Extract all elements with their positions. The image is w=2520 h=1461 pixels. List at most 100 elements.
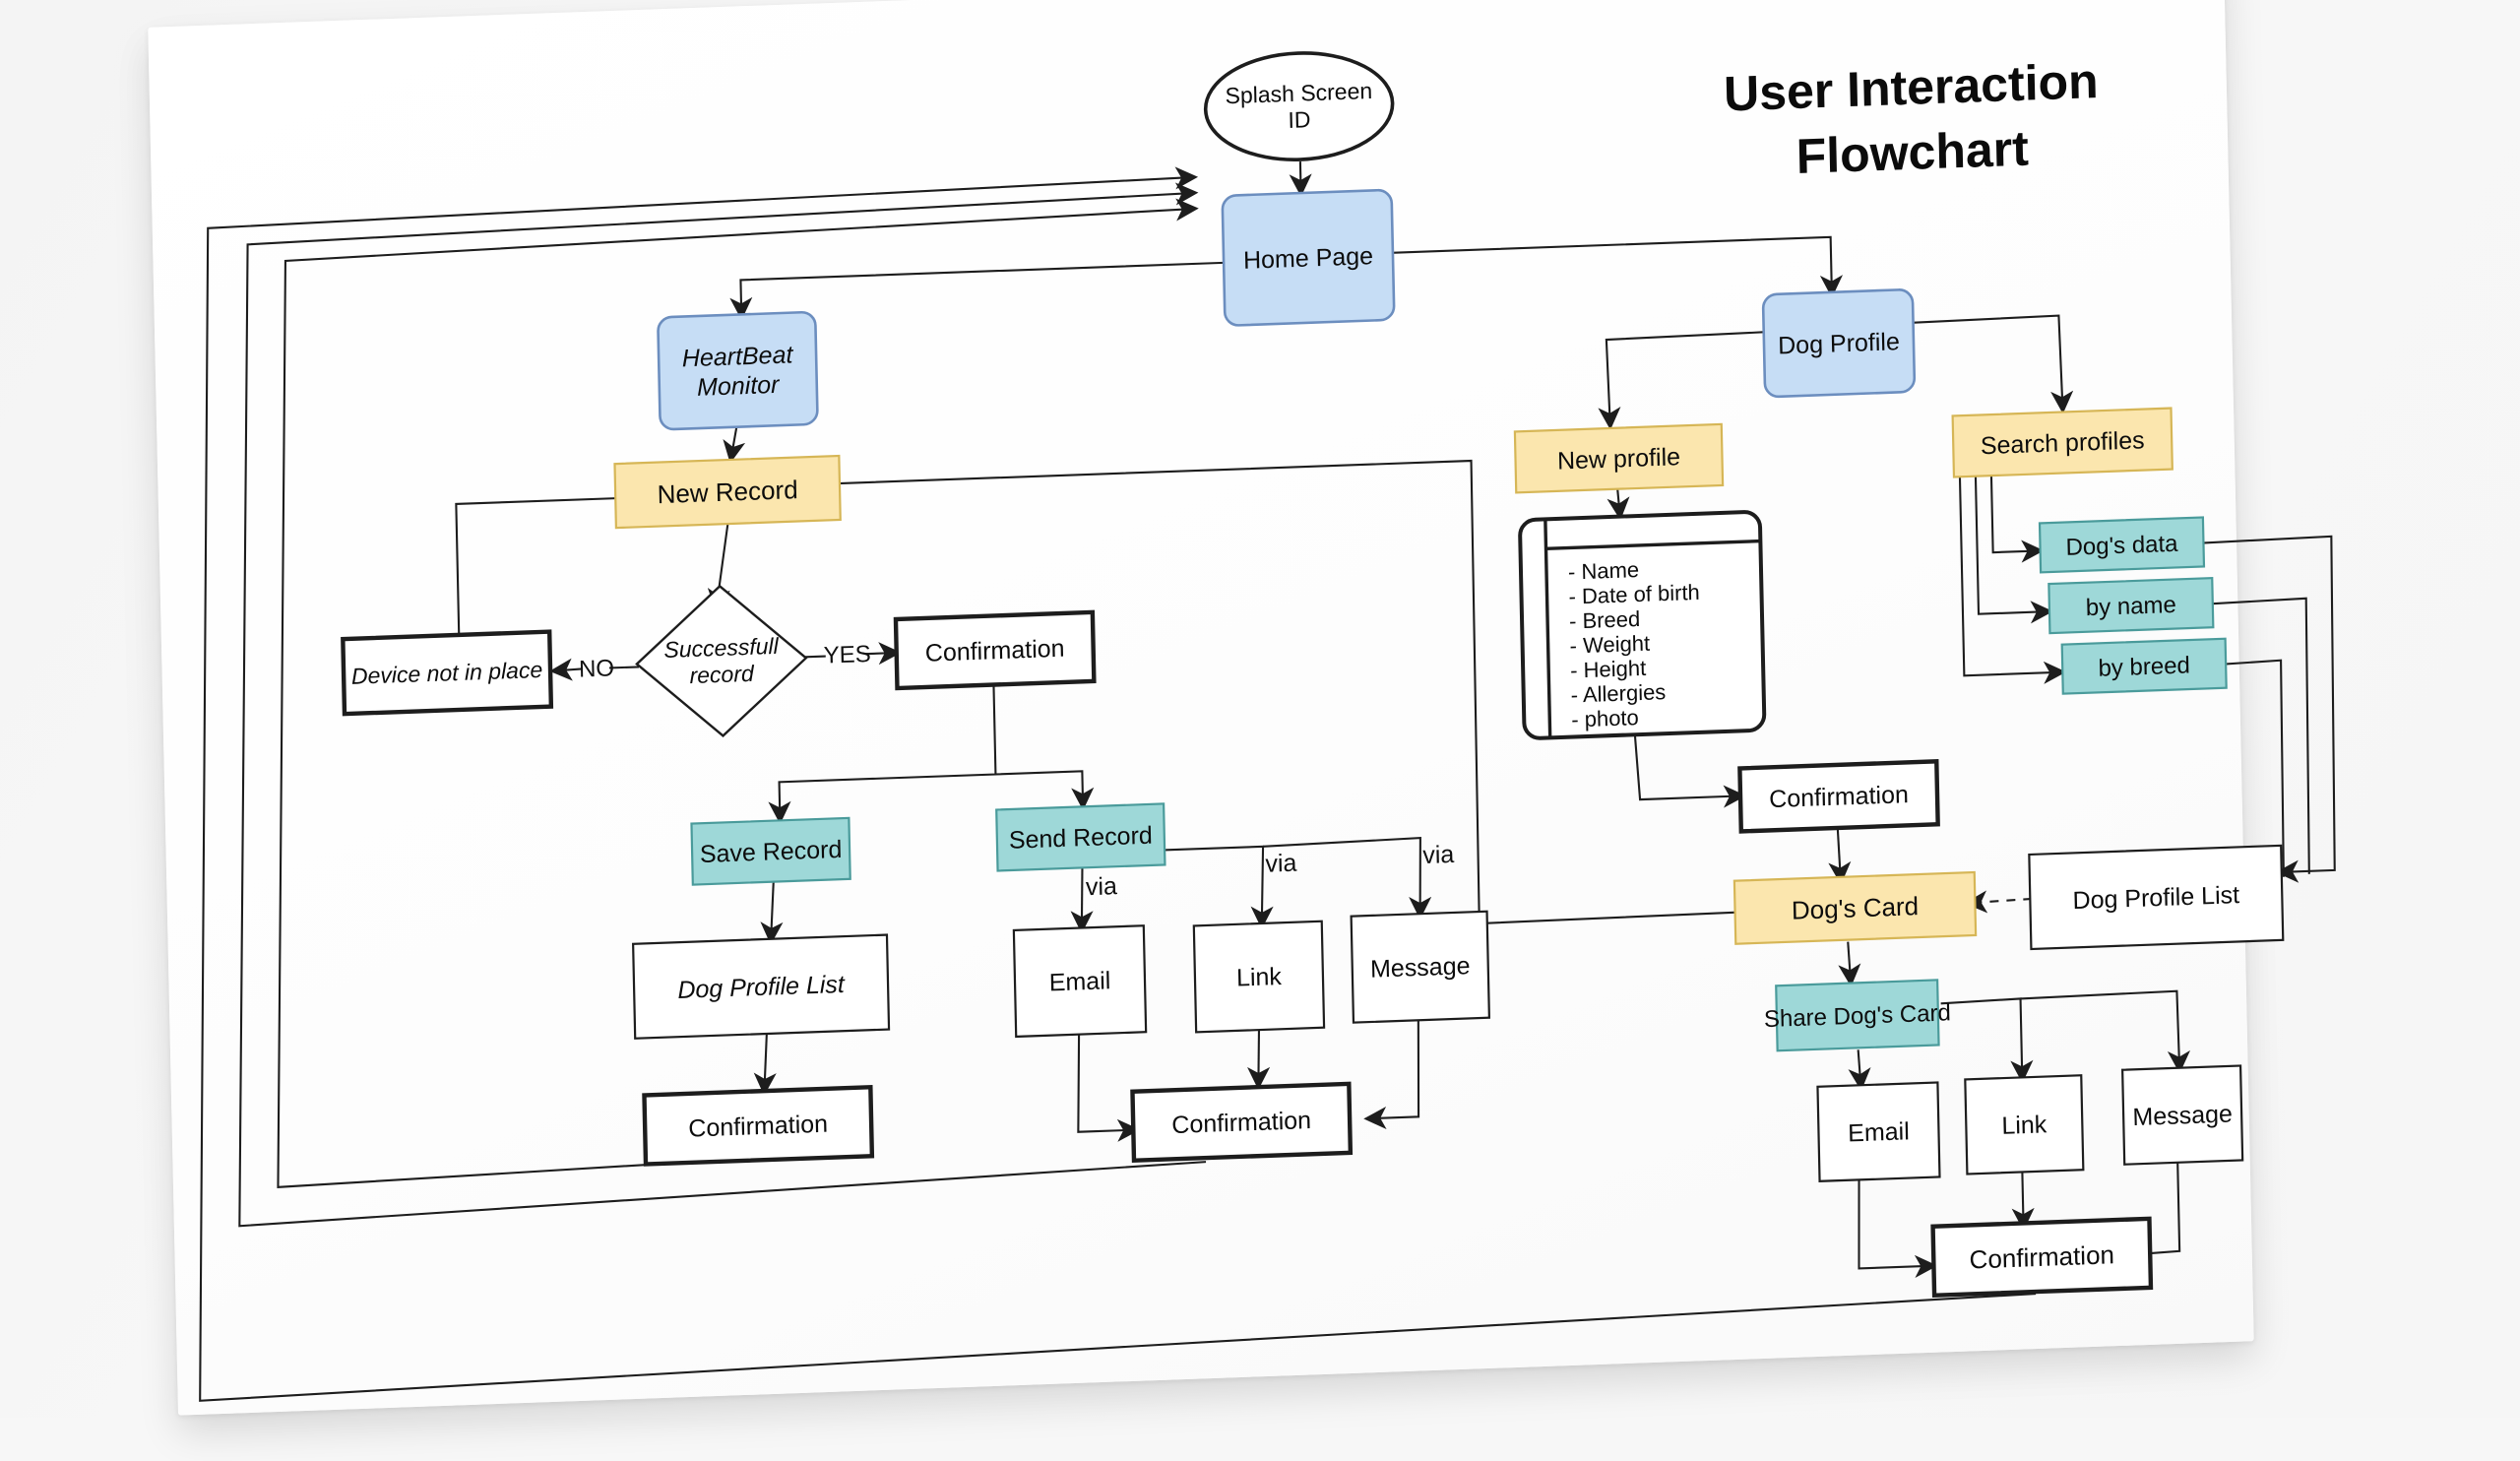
node-label: Dog Profile	[1778, 328, 1900, 359]
node-label: Splash Screen	[1225, 78, 1372, 108]
edge-dogscard-share	[1838, 941, 1861, 987]
node-label: by breed	[2098, 652, 2190, 681]
profile-field-item: - Name	[1568, 557, 1640, 585]
node-label: HeartBeat	[682, 341, 794, 372]
profile-field-item: - Date of birth	[1568, 580, 1700, 609]
node-dogs-data[interactable]: Dog's data	[2038, 516, 2206, 574]
node-link-left[interactable]: Link	[1192, 920, 1326, 1034]
node-label: Dog's data	[2065, 531, 2178, 561]
node-email-left[interactable]: Email	[1012, 924, 1148, 1039]
node-label: ID	[1288, 106, 1311, 133]
node-dogs-card[interactable]: Dog's Card	[1732, 870, 1978, 945]
edge-dogsdata-list	[2204, 535, 2336, 883]
profile-field-item: - Breed	[1569, 606, 1641, 634]
node-dog-profile-list-right[interactable]: Dog Profile List	[2028, 844, 2285, 951]
node-conf-record[interactable]: Confirmation	[893, 609, 1097, 691]
edge-message-confsend	[1363, 1016, 1420, 1130]
edge-search-bybreed	[1958, 476, 2067, 684]
edge-conf-sendrecord	[995, 770, 1095, 811]
edge-link-confsend	[1247, 1025, 1271, 1091]
node-label: Link	[2001, 1111, 2048, 1140]
page-title-line2: Flowchart	[1796, 121, 2030, 184]
node-profile-fields[interactable]: - Name- Date of birth- Breed- Weight- He…	[1518, 510, 1767, 740]
edge-byname-list	[2212, 597, 2310, 874]
edge-return-loop-3	[199, 166, 2037, 1402]
node-label: Message	[1370, 952, 1471, 984]
edge-emailright-conf	[1858, 1179, 1938, 1278]
node-conf-save[interactable]: Confirmation	[642, 1084, 875, 1167]
edge-search-byname	[1974, 476, 2053, 624]
node-label: Confirmation	[1769, 781, 1909, 813]
node-label: Home Page	[1243, 242, 1374, 275]
node-label: Monitor	[697, 371, 782, 402]
node-label: by name	[2086, 592, 2177, 621]
edge-sendrecord-email	[1070, 866, 1094, 934]
node-label: Dog's Card	[1792, 891, 1920, 925]
node-by-name[interactable]: by name	[2048, 577, 2215, 635]
node-label: Save Record	[700, 836, 843, 868]
node-label: Successfull	[663, 633, 780, 663]
edge-label-via-email: via	[1086, 872, 1118, 901]
node-label: Email	[1048, 967, 1110, 996]
node-conf-send[interactable]: Confirmation	[1130, 1081, 1354, 1164]
node-new-record[interactable]: New Record	[613, 454, 842, 530]
node-save-record[interactable]: Save Record	[690, 816, 851, 886]
edge-confprofile-dogscard	[1828, 825, 1852, 885]
node-new-profile[interactable]: New profile	[1513, 422, 1725, 494]
page-title-line1: User Interaction	[1724, 53, 2100, 122]
node-conf-share[interactable]: Confirmation	[1930, 1216, 2154, 1299]
edge-share-message	[2020, 989, 2191, 1074]
node-label: New Record	[657, 475, 798, 509]
profile-field-item: - Height	[1570, 656, 1647, 683]
node-device-not[interactable]: Device not in place	[341, 629, 554, 717]
node-label: record	[689, 661, 755, 688]
edge-fields-conf	[1633, 730, 1746, 808]
node-share-card[interactable]: Share Dog's Card	[1763, 979, 1951, 1052]
profile-field-item: - Weight	[1569, 631, 1650, 659]
edge-home-heartbeat	[729, 261, 1225, 321]
edge-bybreed-list	[2219, 659, 2285, 877]
node-dog-profile-list-left[interactable]: Dog Profile List	[632, 933, 891, 1040]
node-label: Dog Profile List	[677, 971, 846, 1004]
edge-conf-saverecord	[768, 684, 997, 825]
edge-newprofile-fields	[1606, 488, 1630, 521]
node-label: Link	[1236, 963, 1283, 992]
edge-linkright-conf	[2011, 1172, 2035, 1232]
node-conf-profile[interactable]: Confirmation	[1737, 759, 1940, 834]
edge-saverecord-list	[760, 881, 784, 945]
edge-label-via-message: via	[1422, 841, 1455, 869]
edge-layer	[199, 160, 2336, 1402]
node-home[interactable]: Home Page	[1221, 188, 1396, 327]
node-search-profiles[interactable]: Search profiles	[1951, 407, 2174, 478]
node-link-right[interactable]: Link	[1964, 1074, 2085, 1175]
edge-dogscard-newrecord	[793, 459, 1737, 925]
edge-label-yes: YES	[823, 641, 871, 669]
node-label: Dog Profile List	[2072, 881, 2239, 915]
edge-device-newrecord	[455, 485, 669, 644]
node-dog-profile[interactable]: Dog Profile	[1761, 288, 1917, 399]
node-label: Email	[1848, 1117, 1910, 1147]
node-label: Confirmation	[1969, 1239, 2114, 1274]
node-email-right[interactable]: Email	[1816, 1081, 1941, 1182]
node-by-breed[interactable]: by breed	[2060, 637, 2228, 695]
edge-email-confsend	[1077, 1030, 1141, 1142]
edge-sendrecord-message	[1263, 837, 1432, 921]
edge-return-loop-1	[277, 198, 1199, 1188]
edge-decision-confirmation	[864, 642, 902, 666]
node-label: Search profiles	[1981, 426, 2145, 460]
node-message-left[interactable]: Message	[1350, 910, 1491, 1024]
edge-share-email	[1848, 1049, 1871, 1092]
node-message-right[interactable]: Message	[2121, 1064, 2244, 1166]
node-label: Confirmation	[688, 1111, 828, 1143]
node-send-record[interactable]: Send Record	[995, 802, 1166, 872]
node-label: New profile	[1557, 443, 1681, 475]
edge-list-dogscard-dashed	[1964, 890, 2033, 914]
profile-field-item: - Allergies	[1570, 679, 1666, 707]
